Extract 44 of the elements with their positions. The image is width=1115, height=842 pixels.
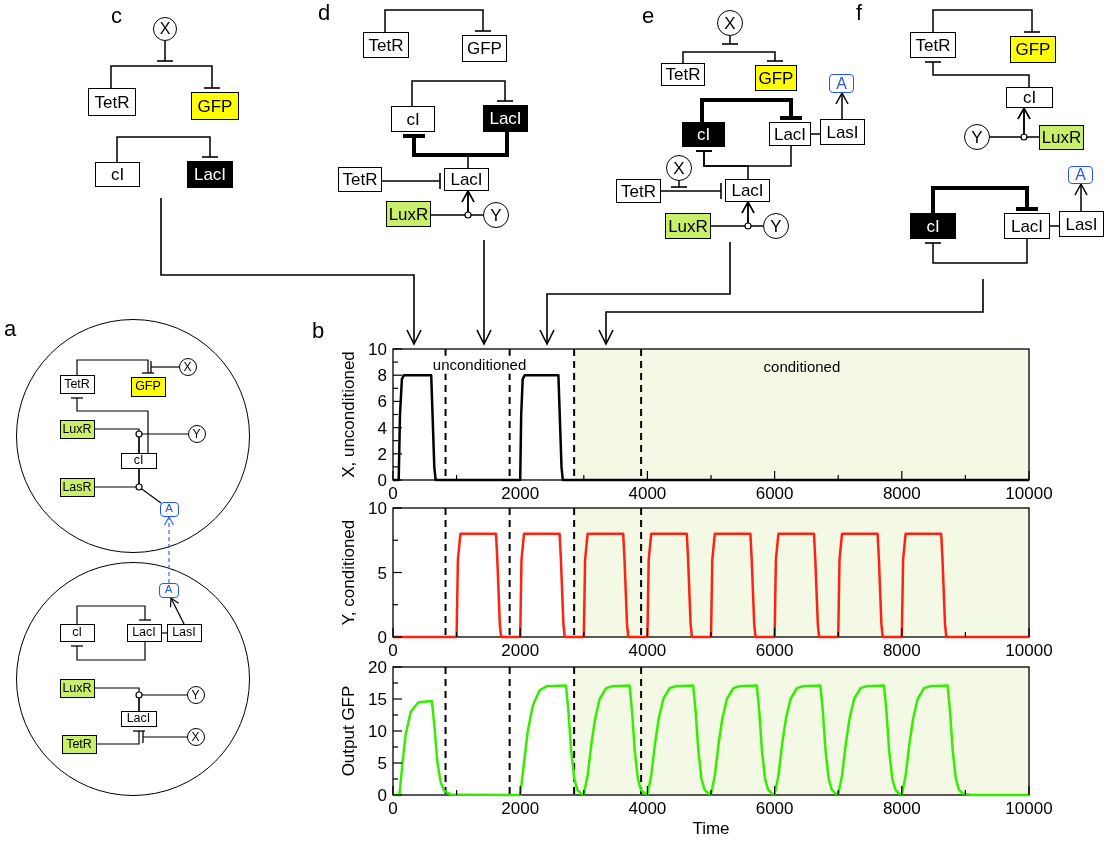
tick-label: 4000 [628,641,667,660]
tick-label: 8000 [882,484,921,503]
annotation-text: unconditioned [432,355,527,373]
tick-label: 10 [368,499,387,518]
panel-label: f [856,0,863,26]
tick-label: 6 [377,392,387,412]
tick-label: 0 [388,484,398,503]
panel-label: c [111,3,122,29]
tick-label: 0 [377,471,387,490]
axis-title: Output GFP [339,685,358,777]
tick-label: 2000 [501,641,540,660]
tick-label: 5 [377,754,387,773]
tick-label: 6000 [755,484,794,503]
tick-label: 0 [377,786,387,805]
tick-label: 8000 [882,641,921,660]
tick-label: 2000 [501,799,540,818]
tick-label: 8 [377,366,387,386]
tick-label: 2000 [501,484,540,503]
tick-label: 6000 [755,799,794,818]
panel-label: a [4,316,17,342]
tick-label: 0 [388,641,398,660]
tick-label: 10000 [1005,641,1053,660]
tick-label: 0 [377,628,387,647]
tick-label: 20 [368,658,387,677]
tick-label: 5 [377,563,387,583]
axis-title: Time [692,819,730,838]
axis-title: X, unconditioned [339,351,358,478]
tick-label: 4000 [628,799,667,818]
tick-label: 4 [377,418,387,438]
tick-label: 4000 [628,484,667,503]
tick-label: 15 [368,690,387,709]
tick-label: 0 [388,799,398,818]
tick-label: 10000 [1005,799,1053,818]
tick-label: 10000 [1005,484,1053,503]
tick-label: 6000 [755,641,794,660]
tick-label: 2 [377,444,387,464]
tick-label: 8000 [882,799,921,818]
panel-label: e [642,3,655,29]
panel-label: b [312,318,325,344]
panel-label: d [318,0,331,26]
annotation-text: conditioned [763,358,841,376]
axis-title: Y, conditioned [339,519,358,626]
tick-label: 10 [368,722,387,741]
tick-label: 10 [368,340,387,359]
